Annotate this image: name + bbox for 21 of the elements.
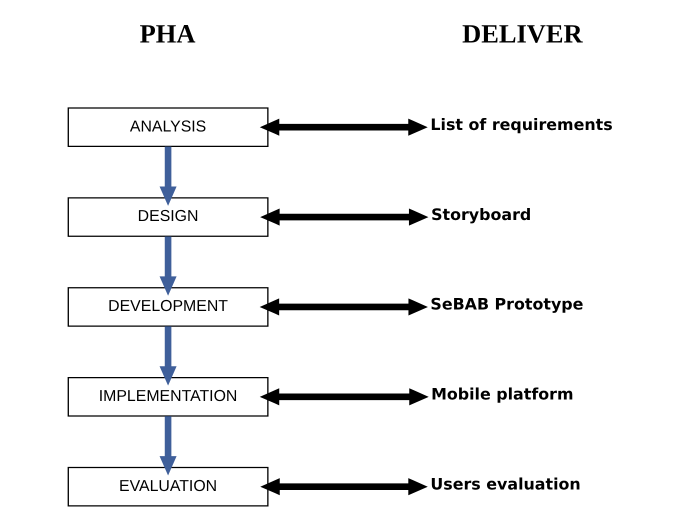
arrow — [160, 146, 177, 206]
label: PHA — [140, 18, 196, 49]
arrow — [260, 478, 428, 496]
node-box: ANALYSIS — [68, 107, 269, 148]
arrow — [260, 118, 428, 136]
node-box: IMPLEMENTATION — [68, 376, 269, 417]
node-text: Users evaluation — [430, 474, 581, 494]
label: DELIVER — [462, 18, 583, 49]
arrow — [260, 388, 429, 406]
arrow — [160, 326, 177, 386]
node-text: List of requirements — [430, 114, 613, 134]
node-text: SeBAB Prototype — [430, 294, 584, 314]
node-box: EVALUATION — [68, 466, 269, 507]
arrow — [260, 208, 428, 226]
node-text: Mobile platform — [431, 384, 574, 404]
arrow — [160, 416, 177, 476]
node-text: Storyboard — [431, 204, 532, 224]
arrow — [260, 298, 428, 316]
node-box: DEVELOPMENT — [68, 287, 269, 327]
node-box: DESIGN — [68, 197, 269, 237]
arrow — [160, 236, 177, 296]
